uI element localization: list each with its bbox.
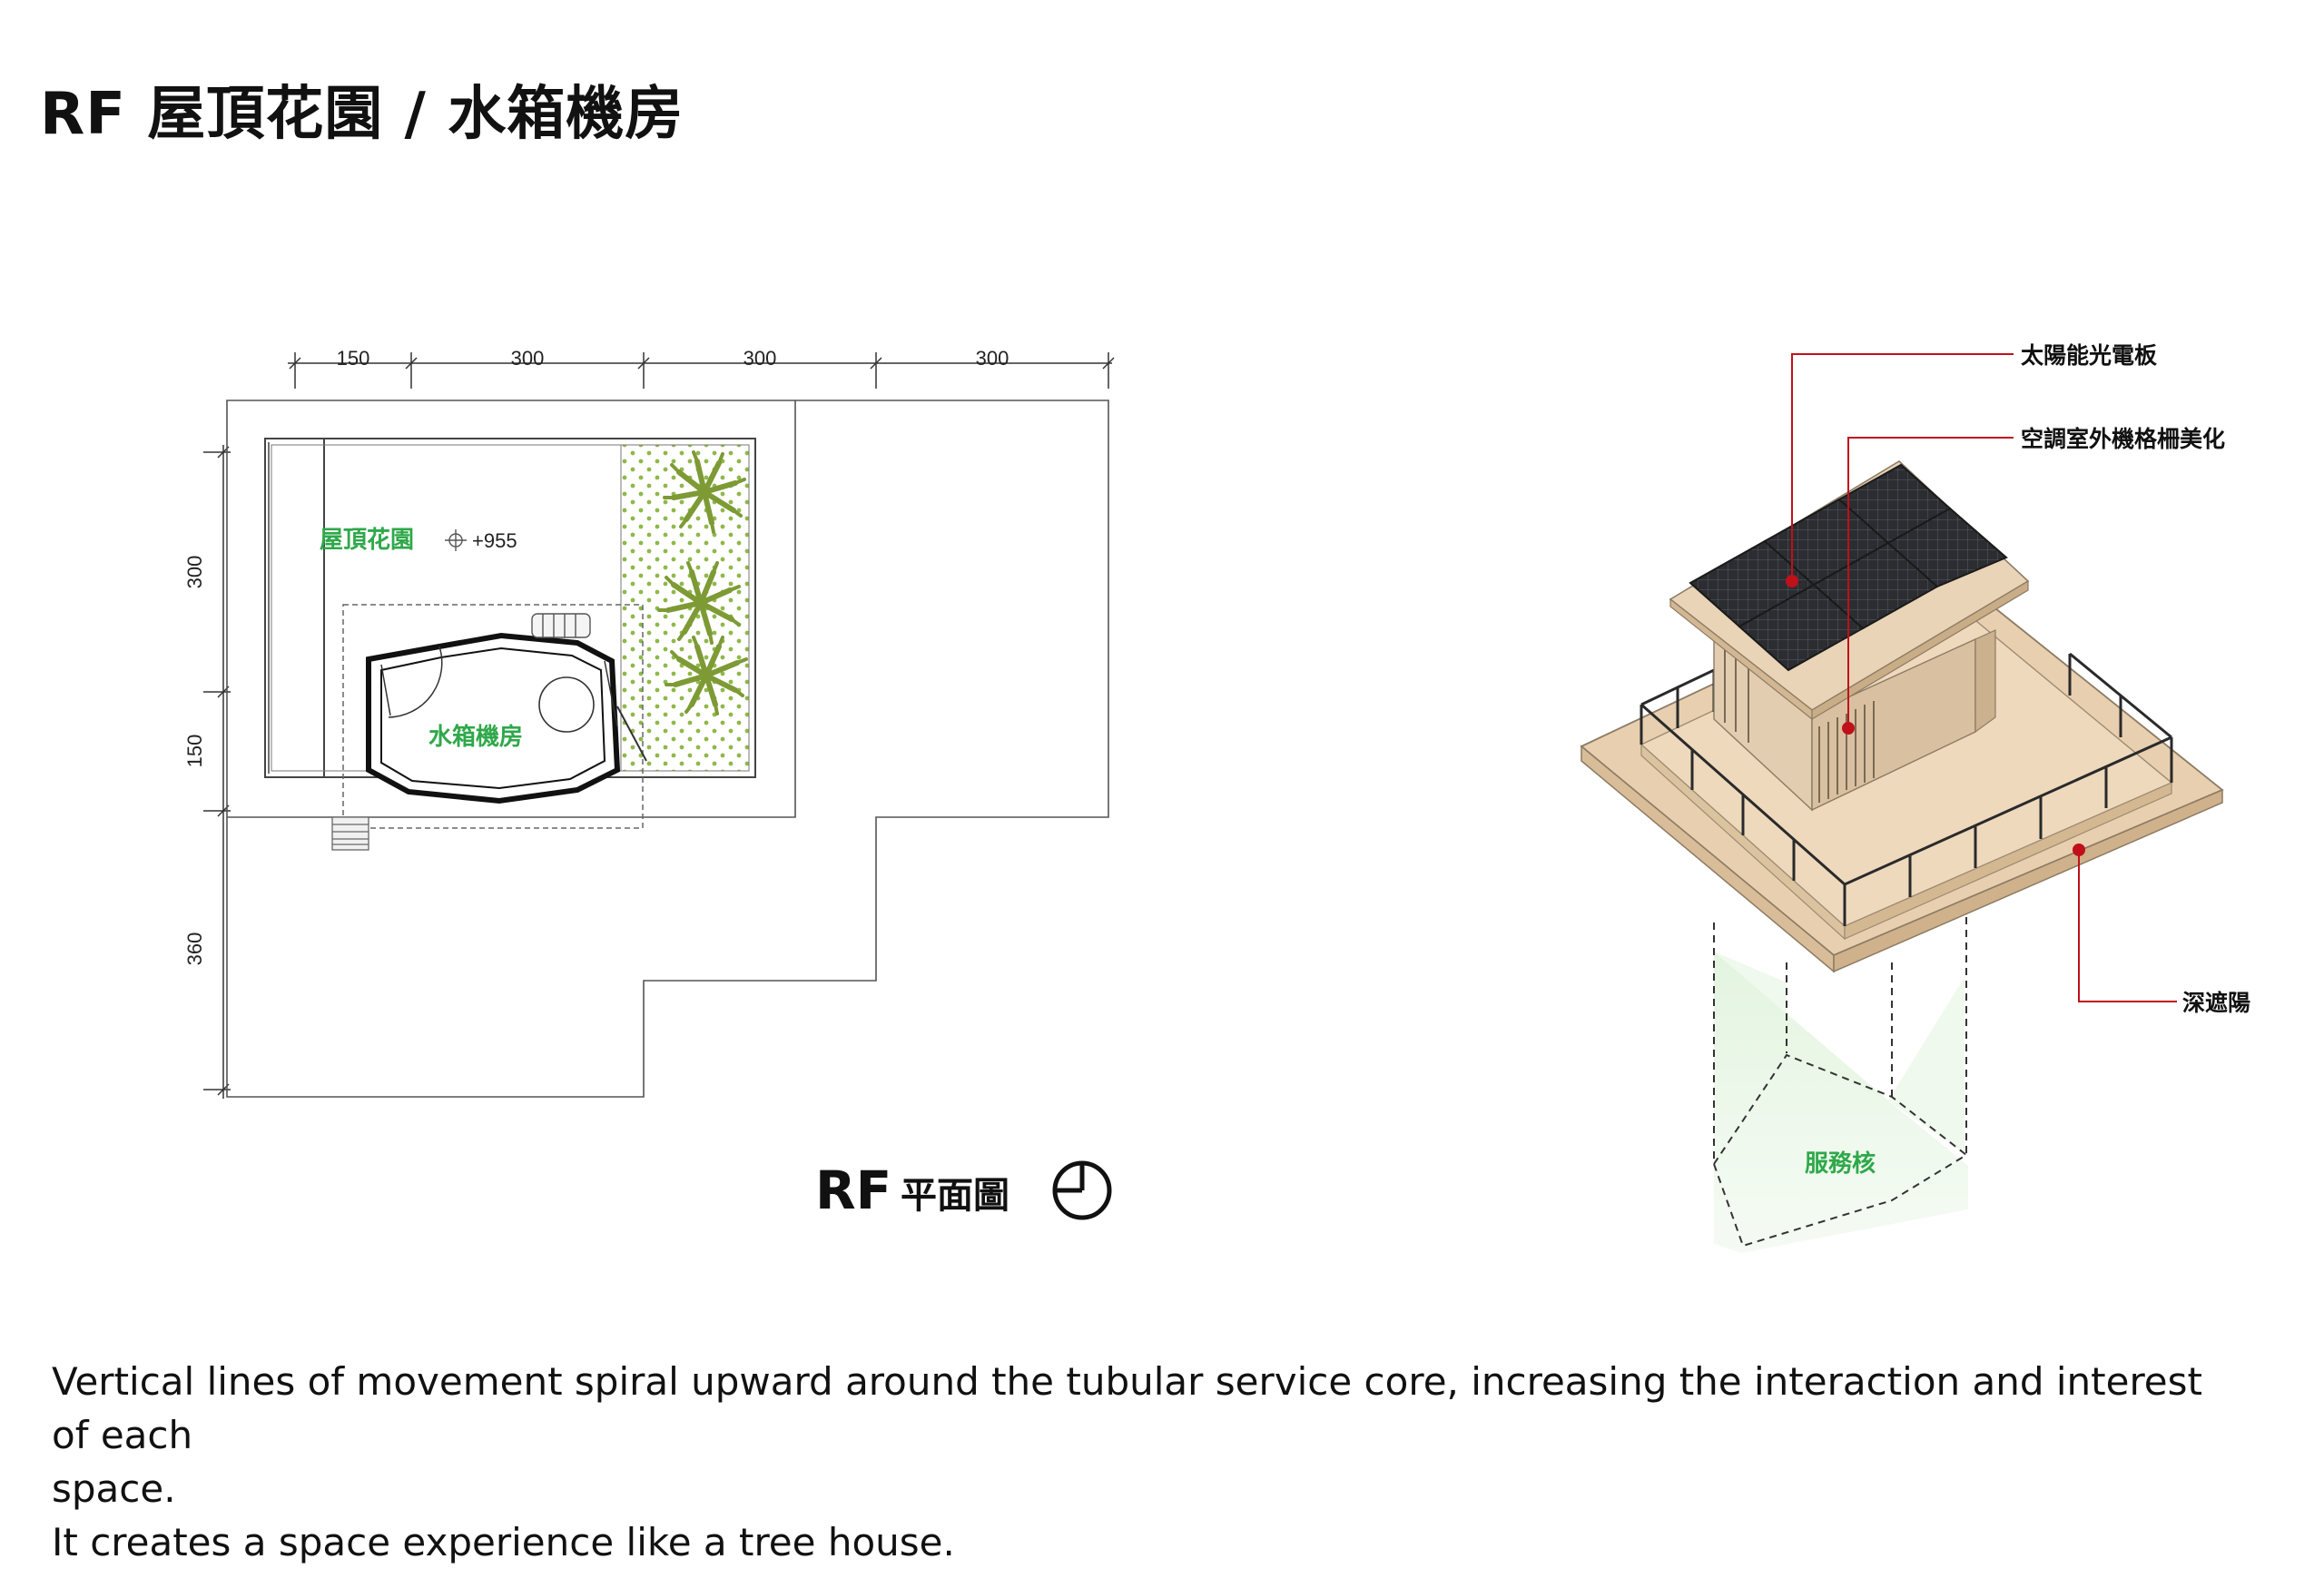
door-swing (380, 646, 443, 718)
page-title: RF 屋頂花園 / 水箱機房 (40, 81, 684, 148)
service-core-label: 服務核 (1805, 1150, 1876, 1178)
callout-solar-label: 太陽能光電板 (2021, 342, 2157, 369)
description-line-3: It creates a space experience like a tre… (52, 1520, 955, 1564)
tree-icon (657, 450, 748, 715)
callout-dot (2073, 844, 2085, 856)
top-dimension-line (288, 352, 1115, 389)
plan-caption-name: 平面圖 (901, 1175, 1009, 1217)
description-text: Vertical lines of movement spiral upward… (52, 1355, 2249, 1569)
roof-parapet-line (227, 400, 796, 818)
side-dim-3: 360 (183, 933, 206, 966)
drawing-canvas: 150 300 300 300 300 150 360 (183, 342, 2250, 1253)
callout-solar-leader (1791, 353, 2014, 581)
solar-panels (1689, 463, 2008, 672)
service-core (1714, 952, 1968, 1253)
ac-unit-icon (531, 613, 591, 638)
elevation-value: +955 (472, 529, 517, 552)
floor-plan: 150 300 300 300 300 150 360 (183, 347, 1115, 1221)
top-dim-1: 150 (337, 347, 370, 370)
callout-shading-leader (2078, 850, 2177, 1002)
description-line-1: Vertical lines of movement spiral upward… (52, 1359, 2202, 1457)
top-dim-2: 300 (511, 347, 545, 370)
railing (1640, 652, 2173, 926)
callout-ac-leader (1847, 437, 2014, 728)
north-arrow-icon (1052, 1160, 1112, 1220)
callout-ac-label: 空調室外機格柵美化 (2021, 426, 2225, 452)
callout-shading-label: 深遮陽 (2182, 990, 2250, 1016)
side-dim-1: 300 (183, 556, 206, 589)
axonometric-view: 服務核 (1580, 342, 2250, 1253)
callout-dot (1842, 722, 1855, 735)
tank-room-label: 水箱機房 (428, 723, 523, 751)
stair-icon (331, 816, 369, 851)
tank-room-walls (366, 632, 621, 804)
side-dim-2: 150 (183, 735, 206, 768)
description-line-2: space. (52, 1466, 176, 1511)
roof-overhang-dashed (342, 604, 644, 829)
garden-label: 屋頂花園 (320, 527, 414, 554)
plan-caption-prefix: RF (815, 1159, 891, 1221)
roof-outline (226, 400, 1109, 1098)
water-tank-icon (538, 676, 595, 733)
top-dim-4: 300 (976, 347, 1009, 370)
callout-dot (1786, 575, 1798, 587)
top-dim-3: 300 (743, 347, 777, 370)
elevation-marker-icon (445, 529, 467, 551)
